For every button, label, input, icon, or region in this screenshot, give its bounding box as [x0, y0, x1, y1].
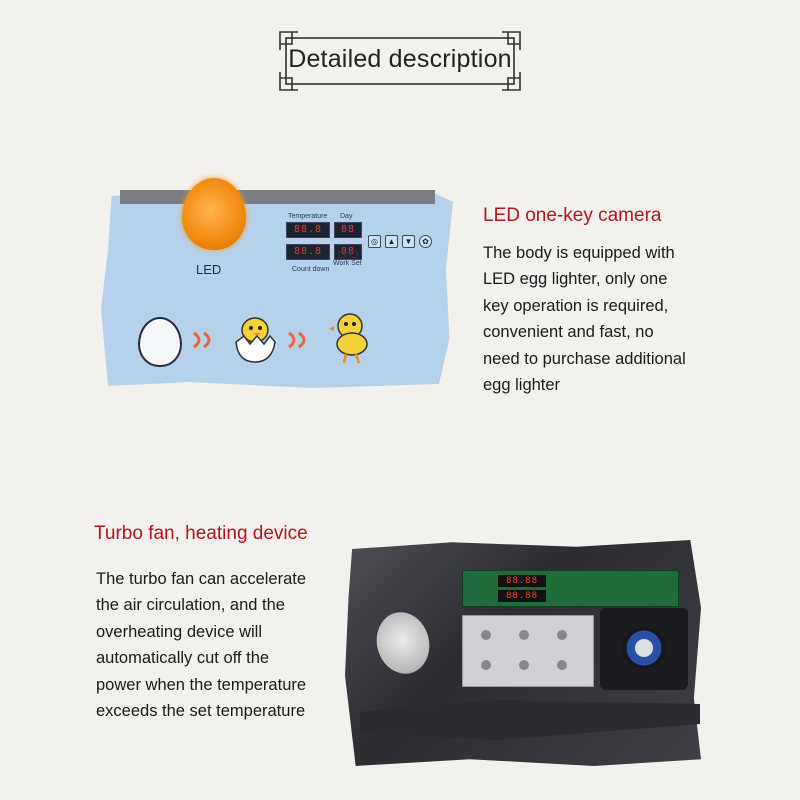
- ornament-frame-icon: [279, 31, 521, 91]
- led-section-heading: LED one-key camera: [483, 205, 662, 226]
- heating-plate: [462, 615, 594, 687]
- led-label: LED: [196, 262, 222, 277]
- page-title: Detailed description: [288, 45, 512, 73]
- light-key-icon: ◎: [368, 235, 381, 248]
- led-desc-line: The body is equipped with: [483, 244, 675, 262]
- arrow-right-icon: [193, 331, 211, 349]
- led-desc-line: egg lighter: [483, 376, 561, 395]
- day-label: Day: [340, 213, 353, 220]
- arrow-right-icon: [288, 331, 306, 349]
- hatching-chick-icon: [235, 317, 276, 363]
- fan-desc-line: automatically cut off the: [96, 649, 270, 668]
- countdown-display: 88.8: [286, 244, 330, 260]
- led-desc-line: convenient and fast, no: [483, 323, 654, 342]
- settings-key-icon: ✿: [419, 235, 432, 248]
- fan-desc-line: The turbo fan can accelerate: [96, 570, 307, 588]
- fan-section-heading: Turbo fan, heating device: [94, 523, 308, 544]
- temperature-display: 88.8: [286, 222, 330, 238]
- led-desc-line: key operation is required,: [483, 296, 669, 315]
- down-key-icon: ▼: [402, 235, 415, 248]
- work-set-label: Work Set: [333, 260, 362, 267]
- pcb-display-bottom: 88.88: [498, 590, 546, 602]
- fan-desc-line: power when the temperature: [96, 675, 307, 694]
- title-frame: Detailed description: [278, 30, 522, 92]
- fan-icon: [622, 626, 666, 670]
- panel-top-edge: [120, 190, 435, 204]
- temperature-label: Temperature: [288, 213, 328, 220]
- fan-desc-line: overheating device will: [96, 622, 263, 641]
- fan-section-description: The turbo fan can accelerate the air cir…: [96, 566, 306, 724]
- pcb-display-top: 88.88: [498, 575, 546, 587]
- up-key-icon: ▲: [385, 235, 398, 248]
- led-desc-line: need to purchase additional: [483, 349, 686, 368]
- fan-desc-line: the air circulation, and the: [96, 596, 285, 615]
- lit-egg-icon: [182, 178, 246, 250]
- set-indicator-icon: [350, 250, 358, 258]
- countdown-label: Count down: [292, 266, 330, 273]
- led-desc-line: LED egg lighter, only one: [483, 270, 668, 289]
- day-display: 88: [334, 222, 362, 238]
- led-section-description: The body is equipped with LED egg lighte…: [483, 240, 686, 398]
- fan-desc-line: exceeds the set temperature: [96, 702, 306, 721]
- work-indicator-icon: [338, 250, 346, 258]
- chick-icon: [329, 313, 368, 364]
- circuit-board: [462, 570, 679, 607]
- egg-icon: [138, 317, 182, 367]
